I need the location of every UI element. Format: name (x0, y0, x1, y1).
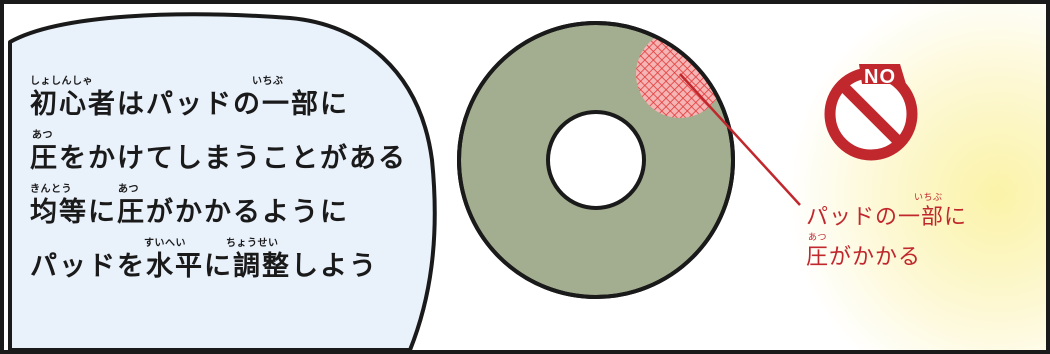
callout-line-text: 圧がかかる (806, 245, 921, 270)
speech-bubble-text: しょしんしゃ いちぶ 初心者はパッドの一部に あつ 圧をかけてしまうことがある … (30, 78, 430, 294)
bubble-line-text: 圧をかけてしまうことがある (30, 143, 407, 174)
ruby: いちぶ (914, 192, 943, 204)
ruby: しょしんしゃ (30, 76, 93, 88)
pressure-callout: いちぶ パッドの一部に あつ 圧がかかる (806, 198, 967, 278)
bubble-line-text: 均等に圧がかかるように (30, 197, 349, 228)
callout-line-text: パッドの一部に (806, 205, 967, 230)
bubble-line-text: パッドを水平に調整しよう (30, 251, 378, 282)
ruby: あつ (32, 130, 53, 142)
ruby: ちょうせい (226, 238, 279, 250)
callout-line-1: いちぶ パッドの一部に (806, 198, 967, 238)
ruby: いちぶ (252, 76, 284, 88)
bubble-line-4: すいへい ちょうせい パッドを水平に調整しよう (30, 240, 430, 294)
ruby: すいへい (144, 238, 186, 250)
ruby: あつ (808, 232, 827, 244)
bubble-line-3: きんとう あつ 均等に圧がかかるように (30, 186, 430, 240)
yellow-glow (700, 0, 1050, 354)
bubble-line-text: 初心者はパッドの一部に (30, 89, 349, 120)
bubble-line-1: しょしんしゃ いちぶ 初心者はパッドの一部に (30, 78, 430, 132)
no-label: NO (864, 66, 896, 89)
ruby: きんとう (30, 184, 72, 196)
bubble-line-2: あつ 圧をかけてしまうことがある (30, 132, 430, 186)
ruby: あつ (118, 184, 139, 196)
pad-center-hole (548, 112, 644, 208)
callout-line-2: あつ 圧がかかる (806, 238, 967, 278)
